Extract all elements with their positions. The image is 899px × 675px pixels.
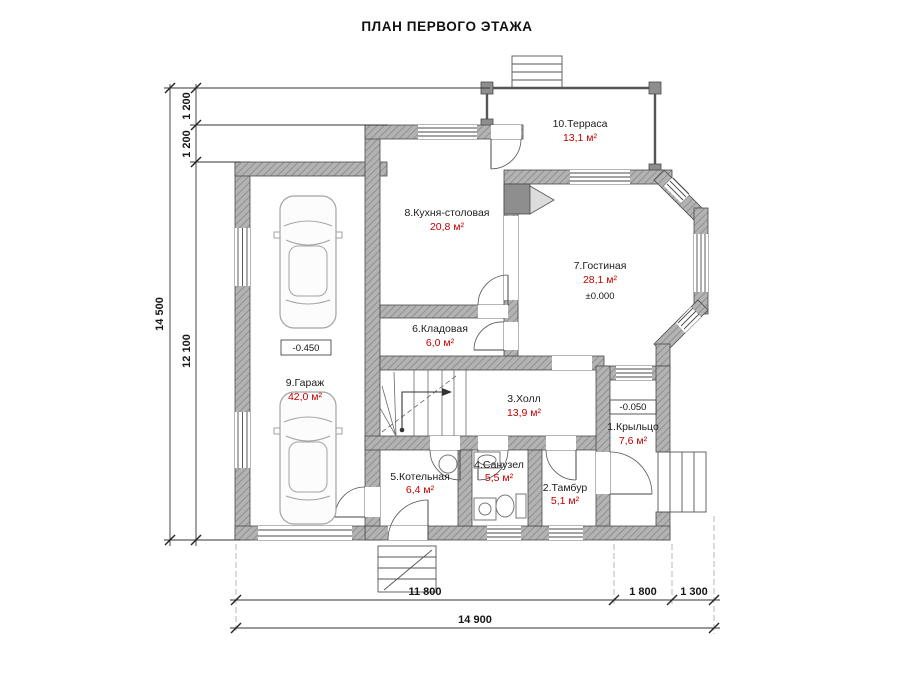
svg-text:6,0 м²: 6,0 м² bbox=[426, 337, 455, 349]
porch-right-wall-upper bbox=[655, 365, 671, 453]
sink bbox=[473, 451, 501, 469]
svg-text:2.Тамбур: 2.Тамбур bbox=[543, 482, 588, 494]
drawing-title: ПЛАН ПЕРВОГО ЭТАЖА bbox=[361, 19, 532, 34]
svg-text:8.Кухня-столовая: 8.Кухня-столовая bbox=[405, 207, 490, 219]
room-label-porch: -0.050 1.Крыльцо 7,6 м² bbox=[607, 399, 659, 447]
terrace-steps bbox=[511, 55, 563, 89]
windows bbox=[237, 127, 706, 538]
stair-direction-arrow bbox=[442, 388, 452, 396]
pantry-kitchen-door bbox=[477, 274, 509, 306]
garage-top-wall bbox=[234, 161, 388, 177]
svg-text:42,0 м²: 42,0 м² bbox=[288, 391, 323, 403]
kitchen-window bbox=[418, 127, 477, 137]
entrance-door bbox=[609, 451, 653, 495]
room-label-hall: 3.Холл 13,9 м² bbox=[507, 393, 542, 419]
elevation-garage: -0.450 bbox=[293, 343, 320, 354]
svg-text:4.Санузел: 4.Санузел bbox=[474, 459, 524, 471]
dim-top-offset-2: 1 200 bbox=[181, 130, 193, 158]
elevation-porch: -0.050 bbox=[620, 402, 647, 413]
svg-text:5,1 м²: 5,1 м² bbox=[551, 495, 580, 507]
boiler-bath-wall bbox=[457, 449, 473, 527]
pantry-hall-door bbox=[473, 321, 505, 351]
garage-window-2 bbox=[237, 412, 248, 468]
dimension-lines: 14 500 1 200 1 200 12 100 11 800 1 800 1… bbox=[154, 82, 720, 634]
svg-text:13,1 м²: 13,1 м² bbox=[563, 132, 598, 144]
svg-text:13,9 м²: 13,9 м² bbox=[507, 407, 542, 419]
room-label-vestibule: 2.Тамбур 5,1 м² bbox=[543, 482, 588, 507]
fixtures bbox=[438, 451, 527, 521]
garage-boiler-door bbox=[334, 486, 366, 518]
toilet bbox=[495, 493, 527, 519]
svg-text:28,1 м²: 28,1 м² bbox=[583, 274, 618, 286]
svg-text:10.Терраса: 10.Терраса bbox=[553, 118, 608, 130]
svg-text:6,4 м²: 6,4 м² bbox=[406, 484, 435, 496]
dim-overall-height: 14 500 bbox=[154, 297, 166, 331]
bath-vestibule-wall bbox=[527, 449, 543, 527]
room-label-bathroom: 4.Санузел 5,5 м² bbox=[474, 459, 524, 484]
garage-gate bbox=[258, 529, 352, 537]
garage-kitchen-divider-wall bbox=[364, 124, 381, 541]
dim-bottom-porch: 1 800 bbox=[629, 586, 657, 598]
room-label-pantry: 6.Кладовая 6,0 м² bbox=[412, 323, 468, 349]
svg-text:1.Крыльцо: 1.Крыльцо bbox=[607, 421, 659, 433]
vestibule-window bbox=[549, 528, 583, 538]
back-door bbox=[387, 499, 429, 541]
terrace-post bbox=[648, 81, 662, 95]
vestibule-door bbox=[545, 449, 577, 481]
fireplace-triangle bbox=[529, 185, 555, 215]
porch-steps bbox=[657, 451, 707, 513]
bath-window bbox=[487, 528, 521, 538]
bay-lower-window bbox=[677, 307, 700, 330]
svg-text:20,8 м²: 20,8 м² bbox=[430, 221, 465, 233]
bay-upper-window bbox=[666, 177, 690, 201]
svg-text:7,6 м²: 7,6 м² bbox=[619, 435, 648, 447]
svg-text:9.Гараж: 9.Гараж bbox=[286, 377, 324, 389]
garage-left-wall bbox=[234, 161, 251, 541]
dim-top-offset-1: 1 200 bbox=[181, 92, 193, 120]
dim-overall-width: 14 900 bbox=[458, 614, 492, 626]
bay-right-window bbox=[696, 234, 706, 292]
porch-window bbox=[616, 368, 652, 378]
terrace-door bbox=[490, 138, 522, 170]
room-label-terrace: 10.Терраса 13,1 м² bbox=[553, 118, 608, 144]
washing-machine bbox=[473, 497, 497, 521]
svg-text:6.Кладовая: 6.Кладовая bbox=[412, 323, 468, 335]
dim-bottom-steps: 1 300 bbox=[680, 586, 708, 598]
living-north-window bbox=[570, 172, 630, 182]
boiler bbox=[438, 454, 458, 474]
boiler-door bbox=[429, 449, 461, 481]
room-label-kitchen: 8.Кухня-столовая 20,8 м² bbox=[405, 207, 490, 233]
elevation-box-garage bbox=[280, 339, 332, 356]
hall-top-wall bbox=[379, 355, 605, 371]
svg-text:5,5 м²: 5,5 м² bbox=[485, 472, 514, 484]
garage-window-1 bbox=[237, 228, 248, 286]
room-label-living: 7.Гостиная 28,1 м² ±0.000 bbox=[574, 260, 627, 302]
dim-inner-height: 12 100 bbox=[181, 334, 193, 368]
room-label-boiler: 5.Котельная 6,4 м² bbox=[390, 471, 450, 496]
terrace bbox=[480, 55, 662, 177]
back-steps bbox=[377, 545, 437, 593]
room-labels: 10.Терраса 13,1 м² 8.Кухня-столовая 20,8… bbox=[280, 118, 659, 507]
chimney-block bbox=[503, 183, 531, 215]
svg-text:3.Холл: 3.Холл bbox=[507, 393, 541, 405]
svg-text:5.Котельная: 5.Котельная bbox=[390, 471, 450, 483]
elevation-living: ±0.000 bbox=[586, 291, 615, 302]
dim-bottom-main: 11 800 bbox=[408, 586, 441, 598]
car-bottom bbox=[273, 391, 343, 525]
elevation-box-porch bbox=[609, 399, 657, 415]
room-label-garage: -0.450 9.Гараж 42,0 м² bbox=[280, 339, 332, 403]
car-top bbox=[273, 195, 343, 329]
vestibule-porch-wall bbox=[595, 365, 611, 527]
svg-text:7.Гостиная: 7.Гостиная bbox=[574, 260, 627, 272]
staircase bbox=[379, 370, 467, 437]
